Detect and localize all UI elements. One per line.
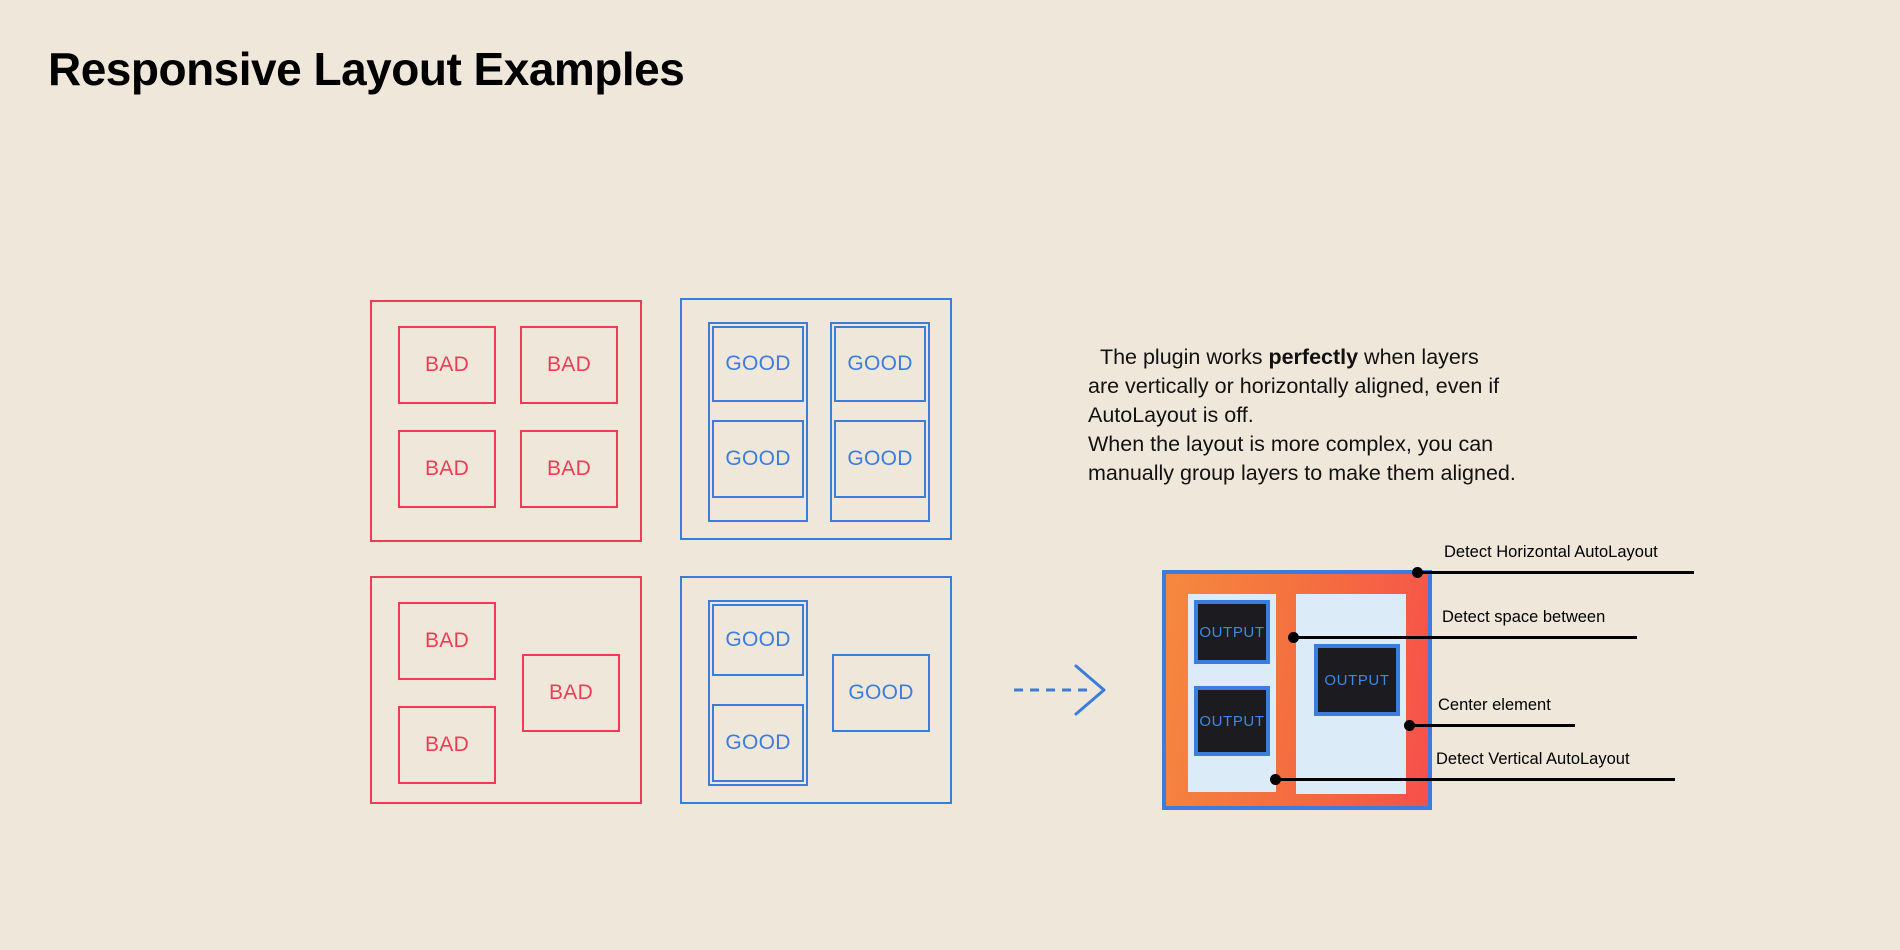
cell-good: GOOD: [712, 604, 804, 676]
annotation-label-center-element: Center element: [1438, 696, 1551, 714]
layer-group-wrapper: [708, 600, 808, 786]
annotation-dot: [1404, 720, 1415, 731]
annotation-dot: [1270, 774, 1281, 785]
cell-bad: BAD: [520, 326, 618, 404]
paragraph-1-emphasis: perfectly: [1268, 345, 1359, 369]
example-panel-aligned-grid: GOOD GOOD GOOD GOOD: [680, 298, 952, 540]
cell-good: GOOD: [834, 420, 926, 498]
example-panel-grouped-complex: GOOD GOOD GOOD: [680, 576, 952, 804]
example-panel-unaligned-grid: BAD BAD BAD BAD: [370, 300, 642, 542]
annotation-leader-line: [1294, 636, 1637, 639]
cell-bad: BAD: [398, 430, 496, 508]
cell-good: GOOD: [834, 326, 926, 402]
cell-bad: BAD: [398, 706, 496, 784]
annotation-dot: [1288, 632, 1299, 643]
cell-good: GOOD: [832, 654, 930, 732]
page-title: Responsive Layout Examples: [48, 43, 685, 95]
result-diagram: OUTPUT OUTPUT OUTPUT: [1162, 570, 1432, 810]
output-box: OUTPUT: [1194, 686, 1270, 756]
paragraph-1-text-after: when layers are vertically or horizontal…: [1088, 345, 1504, 427]
cell-good: GOOD: [712, 420, 804, 498]
cell-good: GOOD: [712, 326, 804, 402]
paragraph-1-text-before: The plugin works: [1099, 345, 1269, 369]
cell-bad: BAD: [398, 326, 496, 404]
annotation-dot: [1412, 567, 1423, 578]
output-box: OUTPUT: [1314, 644, 1400, 716]
cell-good: GOOD: [712, 704, 804, 782]
annotation-label-detect-horizontal-autolayout: Detect Horizontal AutoLayout: [1444, 543, 1658, 561]
cell-bad: BAD: [522, 654, 620, 732]
description-paragraph-1: The plugin works perfectly when layers a…: [1088, 314, 1508, 430]
dashed-arrow-right-icon: [1012, 660, 1122, 720]
description-paragraph-2: When the layout is more complex, you can…: [1088, 432, 1516, 485]
annotation-label-detect-vertical-autolayout: Detect Vertical AutoLayout: [1436, 750, 1630, 768]
layer-group-wrapper: [708, 322, 808, 522]
annotation-leader-line: [1418, 571, 1694, 574]
layer-group-wrapper: [830, 322, 930, 522]
cell-bad: BAD: [398, 602, 496, 680]
annotation-label-detect-space-between: Detect space between: [1442, 608, 1606, 626]
output-box: OUTPUT: [1194, 600, 1270, 664]
annotation-leader-line: [1276, 778, 1675, 781]
annotation-leader-line: [1410, 724, 1575, 727]
cell-bad: BAD: [520, 430, 618, 508]
example-panel-unaligned-complex: BAD BAD BAD: [370, 576, 642, 804]
